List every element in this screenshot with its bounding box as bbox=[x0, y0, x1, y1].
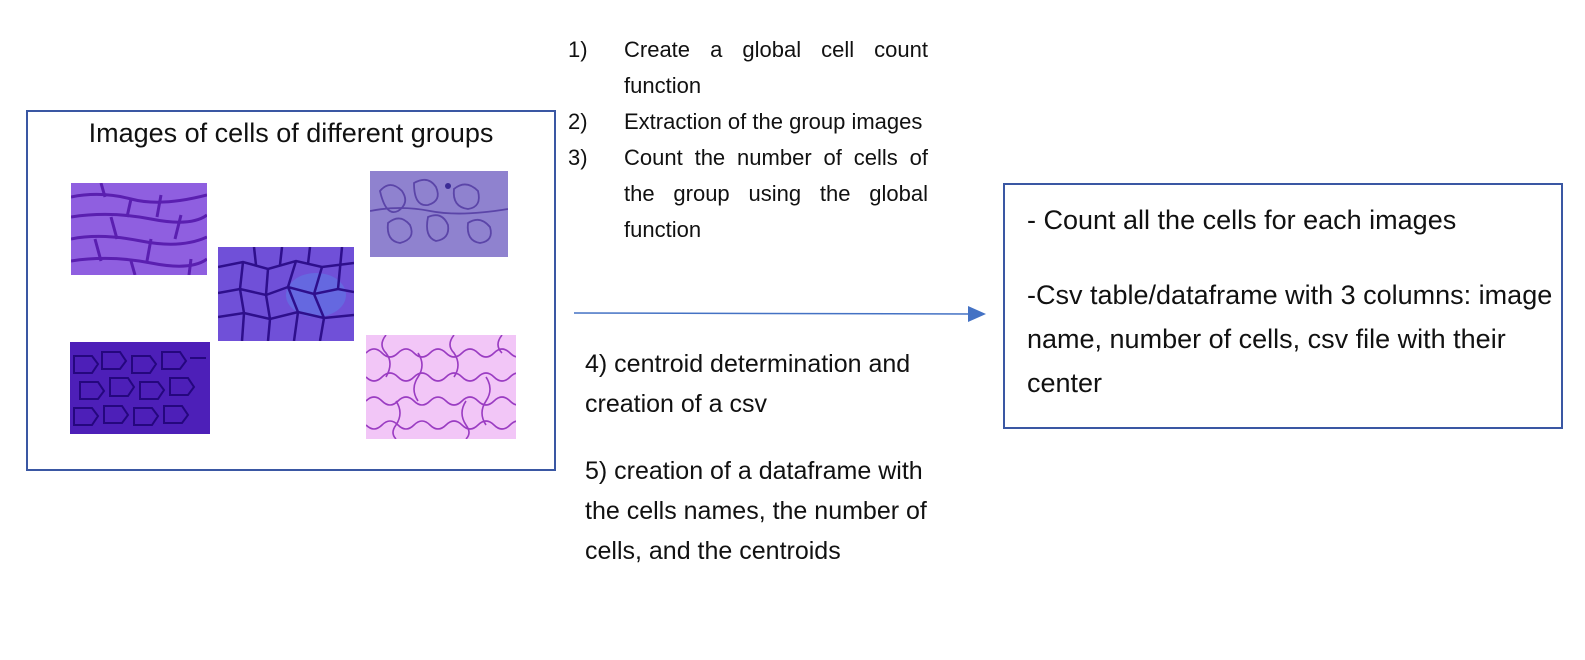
step-5-text: 5) creation of a dataframe with the cell… bbox=[585, 457, 927, 565]
step-1: 1) Create a global cell count function bbox=[568, 32, 928, 104]
step-text: Count the number of cells of the group u… bbox=[624, 145, 928, 242]
output-line-csv: -Csv table/dataframe with 3 columns: ima… bbox=[1027, 280, 1553, 398]
output-line-count: - Count all the cells for each images bbox=[1027, 205, 1457, 235]
step-text: Extraction of the group images bbox=[624, 109, 923, 134]
step-number: 3) bbox=[568, 145, 588, 170]
steps-list: 1) Create a global cell count function 2… bbox=[568, 32, 928, 248]
stained-leaf-cells-image bbox=[370, 171, 508, 257]
flow-arrow bbox=[573, 306, 986, 322]
step-text: Create a global cell count function bbox=[624, 37, 928, 98]
step-3: 3) Count the number of cells of the grou… bbox=[568, 140, 928, 248]
polygonal-cells-image bbox=[218, 247, 354, 341]
input-images-box: Images of cells of different groups bbox=[26, 110, 556, 471]
step-number: 2) bbox=[568, 109, 588, 134]
output-box: - Count all the cells for each images -C… bbox=[1003, 183, 1563, 429]
dense-purple-cells-image bbox=[70, 342, 210, 434]
step-number: 1) bbox=[568, 37, 588, 62]
input-box-title: Images of cells of different groups bbox=[88, 118, 494, 148]
step-4-text: 4) centroid determination and creation o… bbox=[585, 350, 911, 418]
step-2: 2) Extraction of the group images bbox=[568, 104, 928, 140]
jigsaw-pink-cells-image bbox=[366, 335, 516, 439]
onion-epidermis-cells-image bbox=[71, 183, 207, 275]
